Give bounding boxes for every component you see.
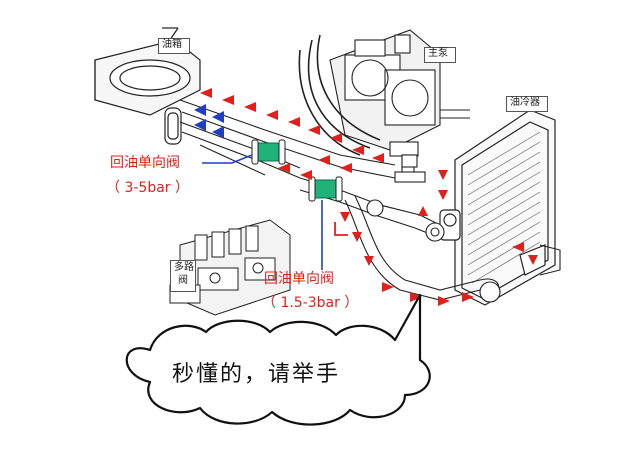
red-arrow-left — [340, 163, 352, 173]
blue-arrow-left — [194, 104, 206, 116]
return-flow-arrows — [200, 88, 538, 306]
blue-arrow-left — [194, 119, 206, 131]
red-arrow-down — [340, 212, 350, 222]
red-arrow-left — [308, 125, 320, 135]
main-pump-label: 主泵 — [428, 48, 448, 59]
red-arrow-left — [300, 170, 312, 180]
blue-arrow-left — [212, 111, 224, 123]
oil-tank-tag — [158, 38, 190, 54]
check-valve-upper-title: 回油单向阀 — [110, 155, 180, 171]
red-arrow-down — [438, 170, 448, 180]
red-arrow-left — [244, 102, 256, 112]
red-arrow-left — [288, 117, 300, 127]
speech-bubble — [125, 293, 431, 426]
multi-valve-label-line2: 阀 — [178, 275, 188, 286]
oil-tank-drawing — [94, 27, 201, 145]
red-arrow-up — [418, 206, 428, 216]
oil-tank-label: 油箱 — [162, 39, 182, 50]
check-valve-upper-pressure: （ 3-5bar ） — [106, 180, 189, 196]
multi-valve-label-line1: 多路 — [174, 262, 194, 273]
oil-cooler-label: 油冷器 — [510, 97, 540, 108]
red-arrow-down — [352, 232, 362, 242]
red-arrow-right — [382, 282, 394, 292]
red-arrow-down — [528, 255, 538, 265]
blue-arrow-left — [212, 126, 224, 138]
main-pump-drawing — [298, 29, 470, 183]
multi-valve-tag — [170, 260, 196, 292]
red-arrow-left — [512, 242, 524, 252]
red-arrow-left — [372, 153, 384, 163]
red-arrow-right — [410, 292, 422, 302]
multi-way-valve-drawing — [169, 219, 291, 316]
oil-cooler-tag — [506, 96, 548, 112]
check-valve-lower-pressure: （ 1.5-3bar ） — [262, 295, 359, 311]
red-arrow-right — [462, 292, 474, 302]
red-arrow-left — [330, 133, 342, 143]
check-valve-lower — [308, 176, 343, 202]
red-arrow-down — [438, 190, 448, 200]
leader-line-upper — [202, 154, 253, 164]
check-valve-upper — [251, 139, 286, 165]
supply-flow-arrows — [194, 104, 224, 138]
red-arrow-down — [364, 256, 374, 266]
red-arrow-left — [222, 95, 234, 105]
red-arrow-left — [318, 155, 330, 165]
red-arrow-left — [278, 163, 290, 173]
red-arrow-left — [200, 88, 212, 98]
check-valve-lower-title: 回油单向阀 — [264, 271, 334, 287]
red-arrow-right — [438, 296, 450, 306]
red-arrow-left — [352, 145, 364, 155]
red-bracket-arrow — [334, 222, 348, 236]
oil-cooler-drawing — [439, 109, 556, 306]
speech-bubble-text: 秒懂的，请举手 — [172, 362, 341, 387]
red-arrow-left — [266, 110, 278, 120]
main-pump-tag — [424, 47, 456, 63]
